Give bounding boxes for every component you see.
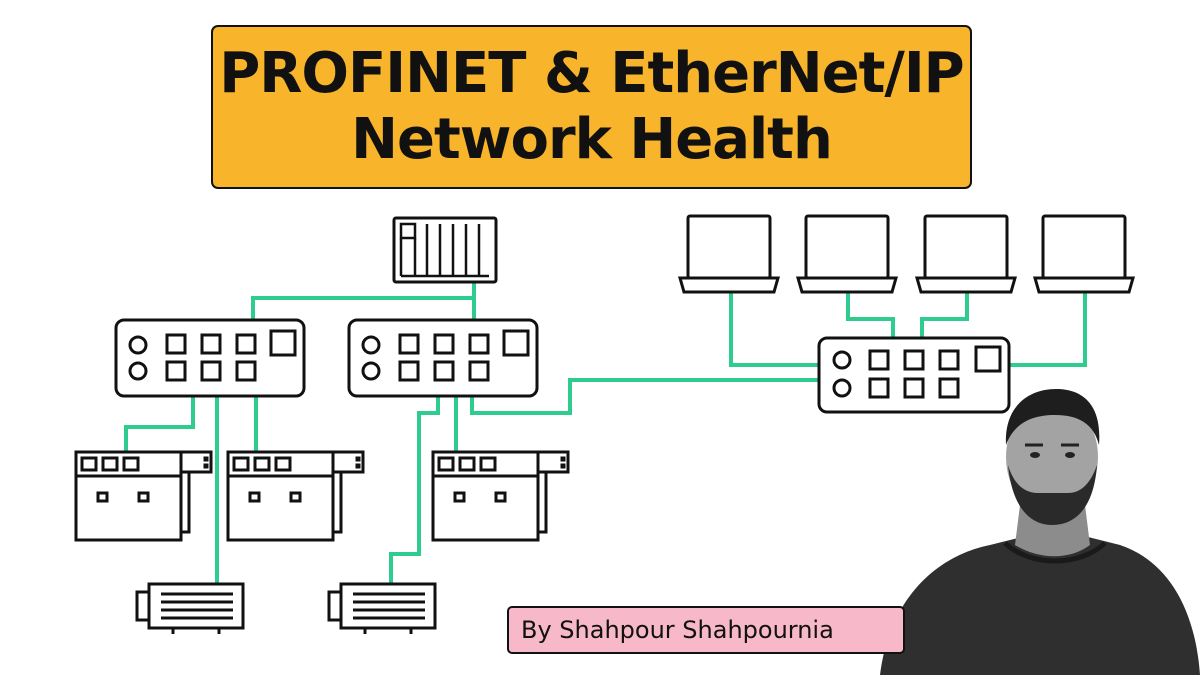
network-links [124, 282, 1087, 584]
link-laptop2 [846, 292, 895, 338]
link-laptop3 [920, 292, 969, 338]
author-beard [1008, 465, 1097, 525]
io-module-icon [74, 450, 213, 542]
motor-icon [327, 582, 437, 636]
network-switch-icon [114, 318, 306, 398]
laptop-icon [796, 214, 898, 294]
link-switch2-motor2 [389, 396, 440, 584]
network-switch-icon [347, 318, 539, 398]
author-sweater [880, 535, 1200, 675]
title-line-2: Network Health [351, 107, 833, 172]
author-byline: By Shahpour Shahpournia [507, 606, 905, 654]
io-module-icon [431, 450, 570, 542]
laptop-icon [915, 214, 1017, 294]
link-laptop1 [729, 292, 819, 367]
motor-icon [135, 582, 245, 636]
laptop-icon [1033, 214, 1135, 294]
laptop-icon [678, 214, 780, 294]
author-head [1006, 399, 1098, 515]
plc-controller-icon [392, 216, 498, 284]
link-switch1-io1 [124, 396, 195, 452]
author-hair [1005, 389, 1100, 445]
link-laptop4 [1010, 292, 1087, 367]
author-photo [880, 389, 1200, 675]
network-switch-icon [817, 336, 1011, 414]
io-module-icon [226, 450, 365, 542]
title-line-1: PROFINET & EtherNet/IP [219, 41, 964, 106]
title-banner: PROFINET & EtherNet/IP Network Health [211, 25, 972, 189]
link-plc-left [251, 282, 476, 320]
link-switch2-switch3 [470, 378, 819, 415]
